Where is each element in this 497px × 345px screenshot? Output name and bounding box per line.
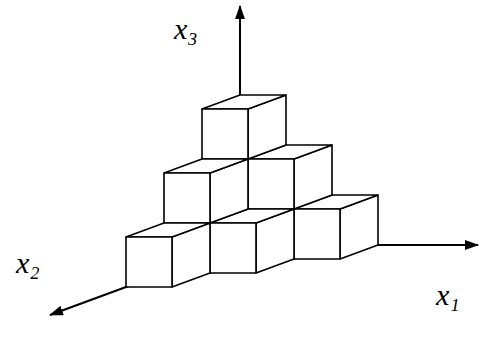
cube-face <box>202 109 248 159</box>
cube <box>202 95 286 159</box>
cube <box>126 223 210 287</box>
cube-face <box>210 223 256 273</box>
cube-face <box>248 159 294 209</box>
cube-face <box>126 223 210 237</box>
cube-face <box>164 159 248 173</box>
cube-face <box>164 173 210 223</box>
cube-face <box>126 237 172 287</box>
cube <box>164 159 248 223</box>
cube-face <box>294 209 340 259</box>
axis-label-x3: x₃ <box>174 14 198 44</box>
cube-face <box>202 95 286 109</box>
axis-label-x2: x₂ <box>16 248 40 278</box>
axis-label-x1: x₁ <box>436 280 460 310</box>
